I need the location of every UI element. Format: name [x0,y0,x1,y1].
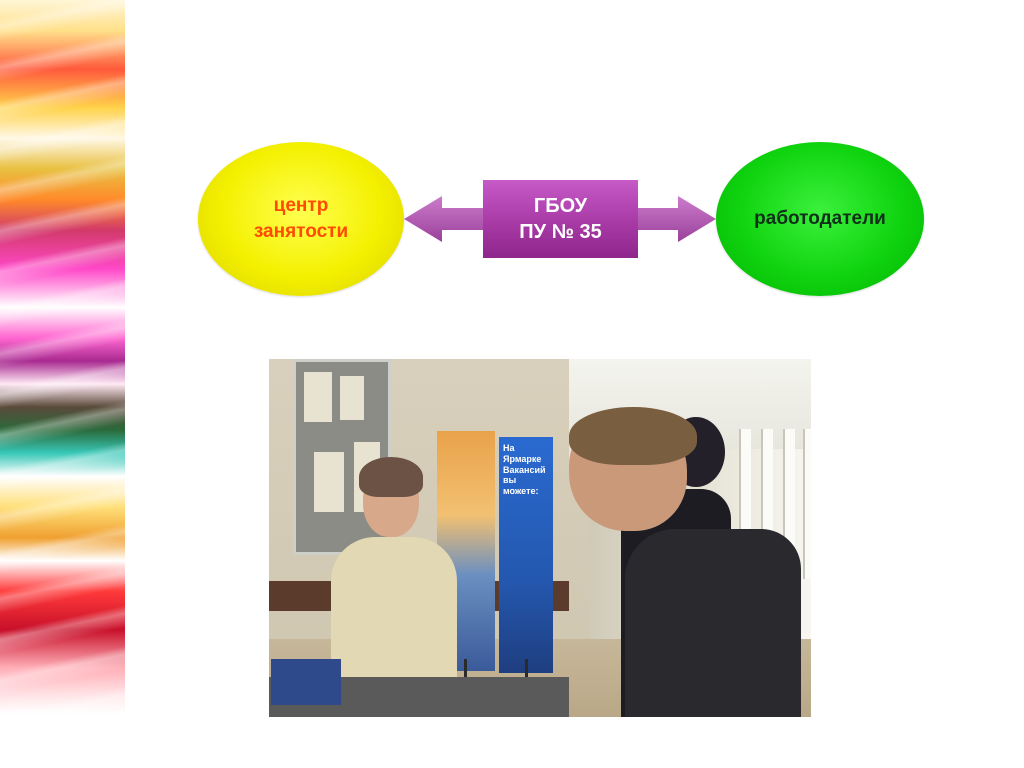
photo-banner-blue: На Ярмарке Вакансий вы можете: [499,437,553,673]
decorative-side-strip [0,0,125,768]
banner-line: Вакансий [503,464,546,475]
photo-window [803,429,811,579]
photo-young-man-front-body [625,529,801,717]
banner-text: На Ярмарке Вакансий вы можете: [499,437,553,497]
employment-center-line2: занятости [253,221,349,242]
job-fair-photo: На Ярмарке Вакансий вы можете: [269,359,811,717]
school-node-line1: ГБОУ [533,195,588,217]
photo-box [271,659,341,705]
school-node-line2: ПУ № 35 [519,221,602,243]
banner-line: вы можете: [503,475,539,497]
board-paper [340,376,364,420]
board-paper [314,452,344,512]
photo-young-man-front-hair [569,407,697,465]
school-node: ГБОУ ПУ № 35 [483,180,638,258]
banner-line: На Ярмарке [503,443,542,464]
employers-node: работодатели [716,142,924,296]
board-paper [304,372,332,422]
employers-label: работодатели [754,208,886,230]
employment-center-line1: центр [273,195,329,217]
photo-woman-hair [359,457,423,497]
employment-center-node: центр занятости [198,142,404,296]
